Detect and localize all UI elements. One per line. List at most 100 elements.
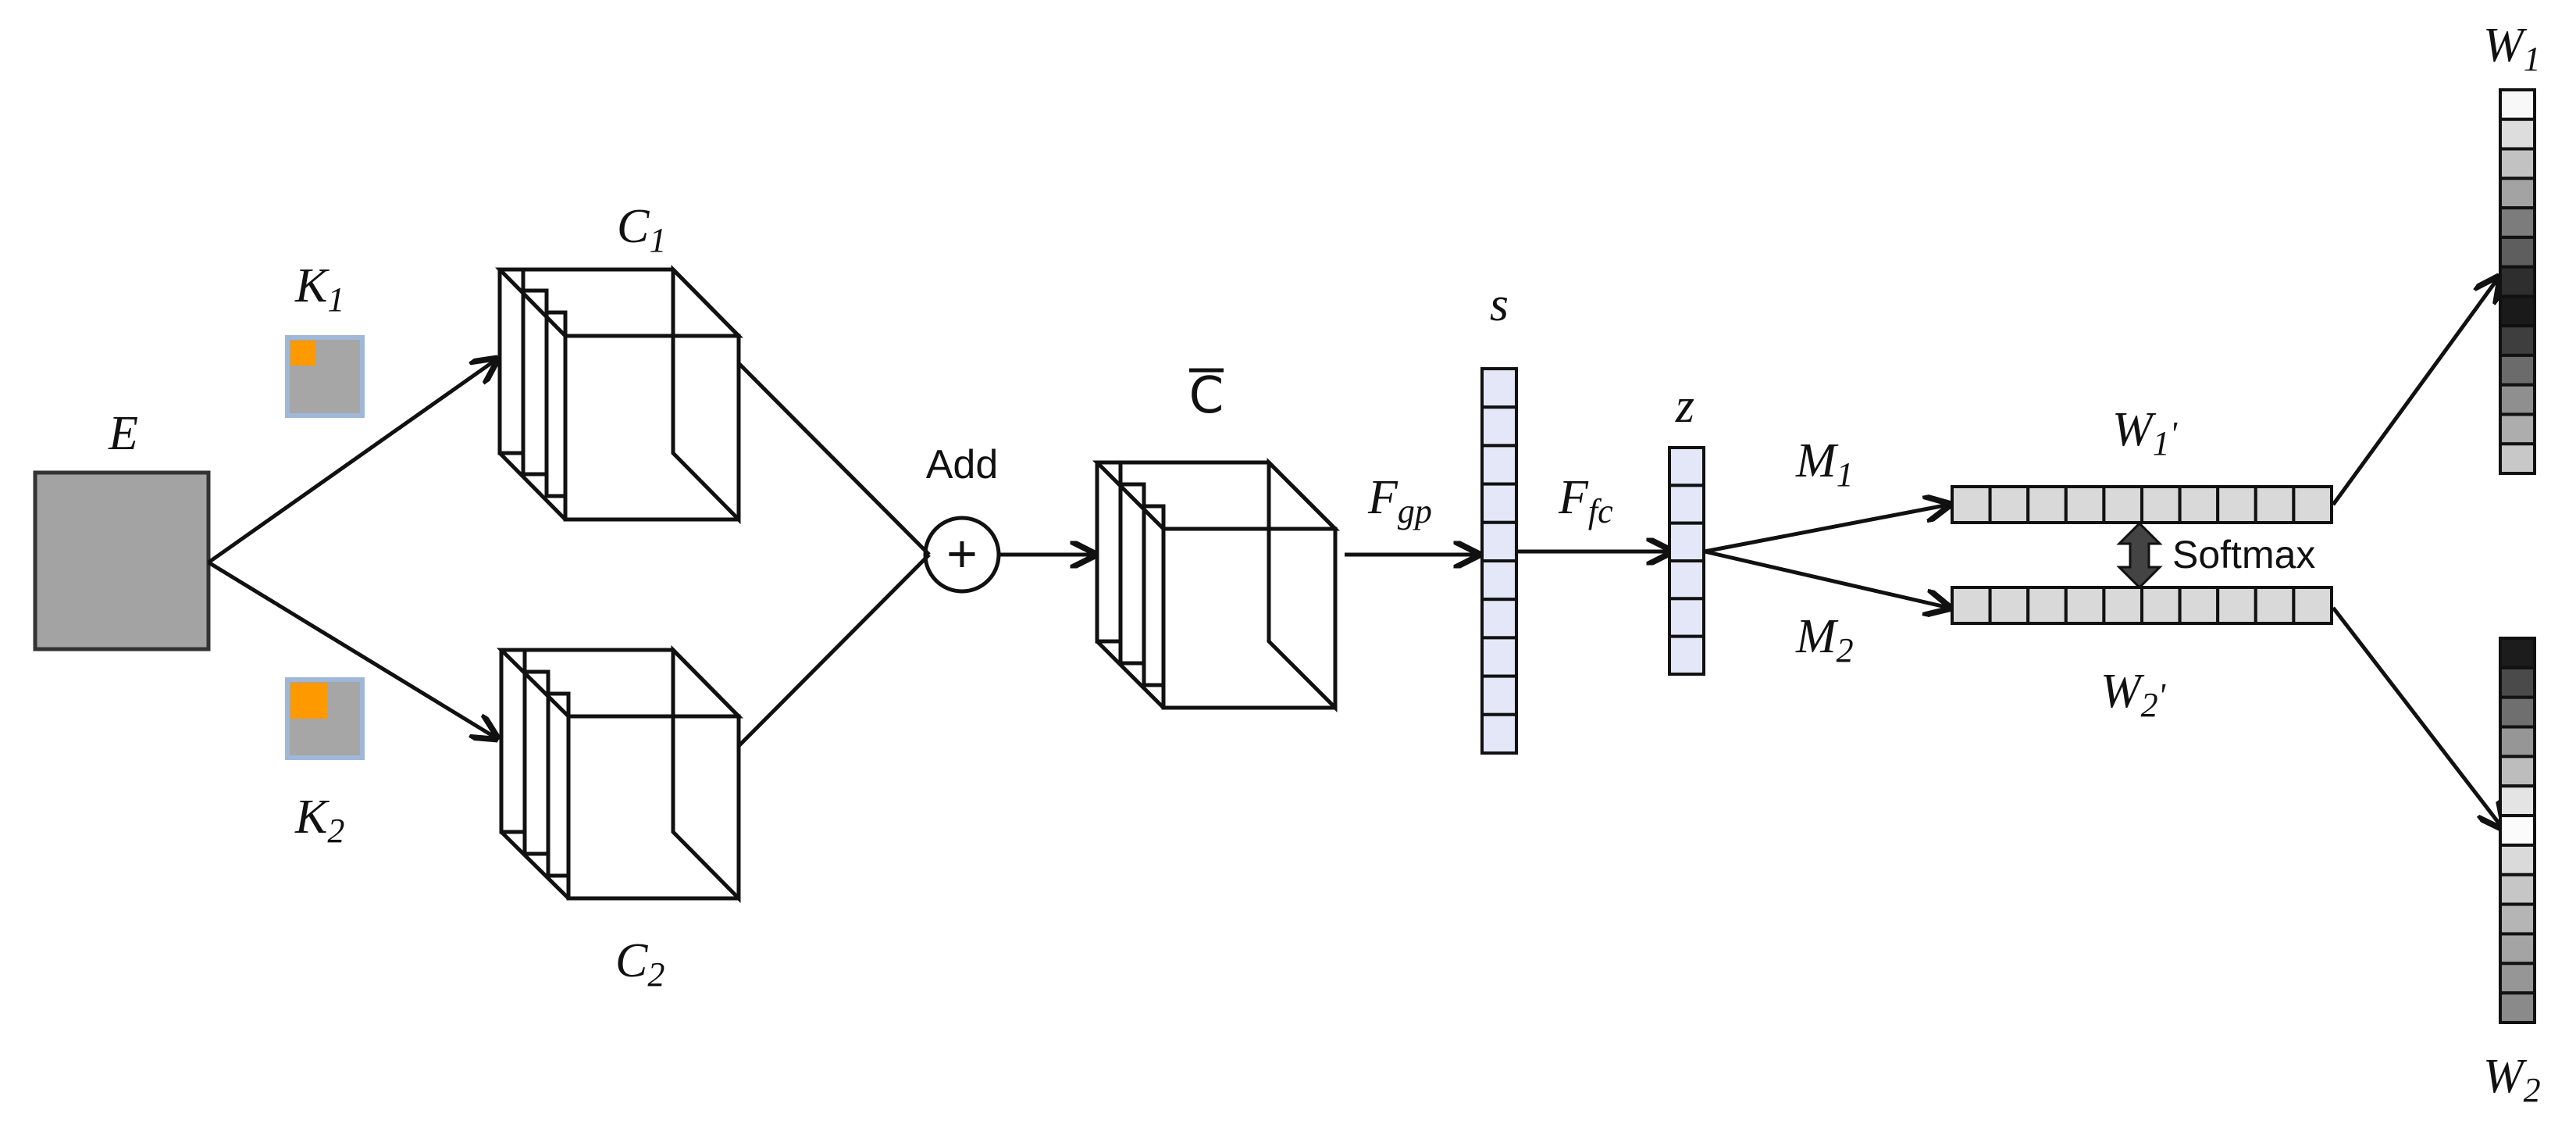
vector-z — [1668, 446, 1705, 676]
vector-w2 — [2499, 637, 2536, 1024]
line-c2-to-add — [737, 553, 931, 748]
kernel-k1 — [285, 335, 365, 418]
softmax-double-arrow — [2116, 521, 2163, 590]
vector-z-cell — [1668, 446, 1705, 487]
vector-w2-prime-cell — [2216, 586, 2257, 625]
vector-w1-prime-cell — [1951, 485, 1992, 524]
label-ffc: Ffc — [1558, 471, 1613, 530]
arrow-z-to-w2prime — [1704, 549, 1949, 608]
vector-z-cell — [1668, 634, 1705, 676]
vector-w2-prime-cell — [1988, 586, 2030, 625]
label-k1: K1 — [294, 259, 344, 319]
vector-z-cell — [1668, 521, 1705, 563]
vector-w1-prime-cell — [2026, 485, 2068, 524]
label-m2: M2 — [1795, 610, 1854, 669]
vector-z-cell — [1668, 559, 1705, 601]
label-c2: C2 — [615, 934, 664, 994]
vector-w2-cell — [2499, 991, 2536, 1024]
vector-s-cell — [1480, 636, 1518, 678]
vector-w1-cell — [2499, 324, 2536, 357]
vector-s-cell — [1480, 405, 1518, 448]
vector-w1-cell — [2499, 383, 2536, 416]
vector-w1-cell — [2499, 442, 2536, 476]
vector-w1-prime-cell — [2102, 485, 2143, 524]
feature-stack-cbar — [1092, 457, 1341, 713]
vector-w2-cell — [2499, 814, 2536, 847]
arrow-e-to-c1 — [207, 359, 497, 565]
vector-w1-cell — [2499, 147, 2536, 180]
vector-w2-cell — [2499, 755, 2536, 788]
vector-s-cell — [1480, 444, 1518, 486]
vector-w1-cell — [2499, 206, 2536, 239]
vector-w2-cell — [2499, 962, 2536, 995]
vector-w1-cell — [2499, 412, 2536, 446]
vector-s-cell — [1480, 559, 1518, 601]
vector-w2-cell — [2499, 666, 2536, 699]
vector-z-cell — [1668, 597, 1705, 638]
vector-w1-cell — [2499, 294, 2536, 328]
vector-w2-prime — [1951, 586, 2333, 625]
vector-w2-prime-cell — [2254, 586, 2296, 625]
label-c1: C1 — [617, 200, 666, 259]
vector-s-cell — [1480, 674, 1518, 716]
label-w2: W2 — [2483, 1050, 2541, 1109]
vector-w1 — [2499, 88, 2536, 476]
vector-w2-cell — [2499, 843, 2536, 876]
vector-s-cell — [1480, 367, 1518, 409]
label-m1: M1 — [1795, 434, 1854, 494]
arrow-e-to-c2 — [207, 560, 497, 738]
vector-w2-cell — [2499, 873, 2536, 906]
label-w2-prime: W2' — [2100, 665, 2167, 724]
label-cbar: C — [1189, 367, 1224, 425]
vector-w2-prime-cell — [2140, 586, 2182, 625]
vector-w1-cell — [2499, 235, 2536, 269]
feature-stack-c2 — [496, 644, 743, 904]
vector-w2-cell — [2499, 902, 2536, 936]
vector-z-cell — [1668, 484, 1705, 525]
vector-w1-cell — [2499, 265, 2536, 298]
vector-w1-prime-cell — [1988, 485, 2030, 524]
arrow-z-to-w1prime — [1704, 505, 1949, 554]
vector-w1-cell — [2499, 353, 2536, 387]
label-w1: W1 — [2483, 19, 2541, 78]
vector-w1-prime-cell — [2216, 485, 2257, 524]
vector-w1-prime-cell — [2254, 485, 2296, 524]
vector-w2-cell — [2499, 637, 2536, 669]
vector-w2-prime-cell — [2064, 586, 2106, 625]
label-fgp: Fgp — [1367, 471, 1432, 530]
vector-s-cell — [1480, 482, 1518, 524]
arrow-w1prime-to-w1 — [2331, 277, 2499, 506]
vector-w2-cell — [2499, 932, 2536, 966]
label-softmax: Softmax — [2172, 533, 2315, 576]
vector-s-cell — [1480, 520, 1518, 562]
vector-w2-prime-cell — [2178, 586, 2220, 625]
vector-w1-cell — [2499, 177, 2536, 210]
vector-w1-prime-cell — [2292, 485, 2333, 524]
vector-w1-cell — [2499, 117, 2536, 151]
label-add: Add — [926, 442, 999, 487]
vector-w1-prime — [1951, 485, 2333, 524]
vector-w1-prime-cell — [2178, 485, 2220, 524]
add-plus-sign: + — [946, 524, 978, 584]
line-c1-to-add — [737, 362, 931, 556]
vector-s-cell — [1480, 598, 1518, 640]
vector-s-cell — [1480, 712, 1518, 755]
label-s: s — [1490, 278, 1509, 331]
vector-w2-prime-cell — [1951, 586, 1992, 625]
kernel-k2-accent — [290, 683, 328, 719]
kernel-k2 — [285, 677, 365, 760]
vector-w2-prime-cell — [2292, 586, 2333, 625]
vector-s — [1480, 367, 1518, 755]
kernel-k1-accent — [290, 341, 315, 366]
vector-w2-cell — [2499, 725, 2536, 759]
label-k2: K2 — [294, 791, 344, 850]
label-e: E — [108, 407, 138, 460]
vector-w1-cell — [2499, 88, 2536, 121]
label-z: z — [1675, 380, 1694, 433]
vector-w1-prime-cell — [2064, 485, 2106, 524]
vector-w2-cell — [2499, 695, 2536, 729]
label-w1-prime: W1' — [2112, 403, 2179, 462]
feature-stack-c1 — [495, 264, 743, 525]
